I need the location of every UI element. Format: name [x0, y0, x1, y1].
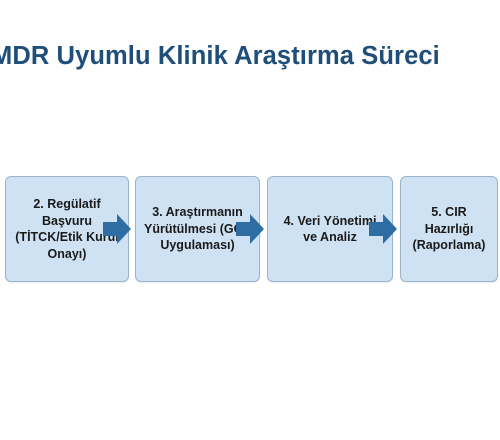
process-step-5: 5. CIR Hazırlığı (Raporlama) — [400, 176, 498, 282]
process-step-label: 3. Araştırmanın Yürütülmesi (GCP Uygulam… — [144, 205, 251, 253]
process-step-label: 2. Regülatif Başvuru (TİTCK/Etik Kurul O… — [15, 197, 119, 261]
process-step-label: 4. Veri Yönetimi ve Analiz — [283, 213, 377, 245]
right-arrow-icon — [369, 214, 397, 244]
diagram-title: MDR Uyumlu Klinik Araştırma Süreci — [0, 42, 440, 70]
process-step-label: 5. CIR Hazırlığı (Raporlama) — [412, 205, 486, 253]
right-arrow-icon — [103, 214, 131, 244]
right-arrow-icon — [236, 214, 264, 244]
